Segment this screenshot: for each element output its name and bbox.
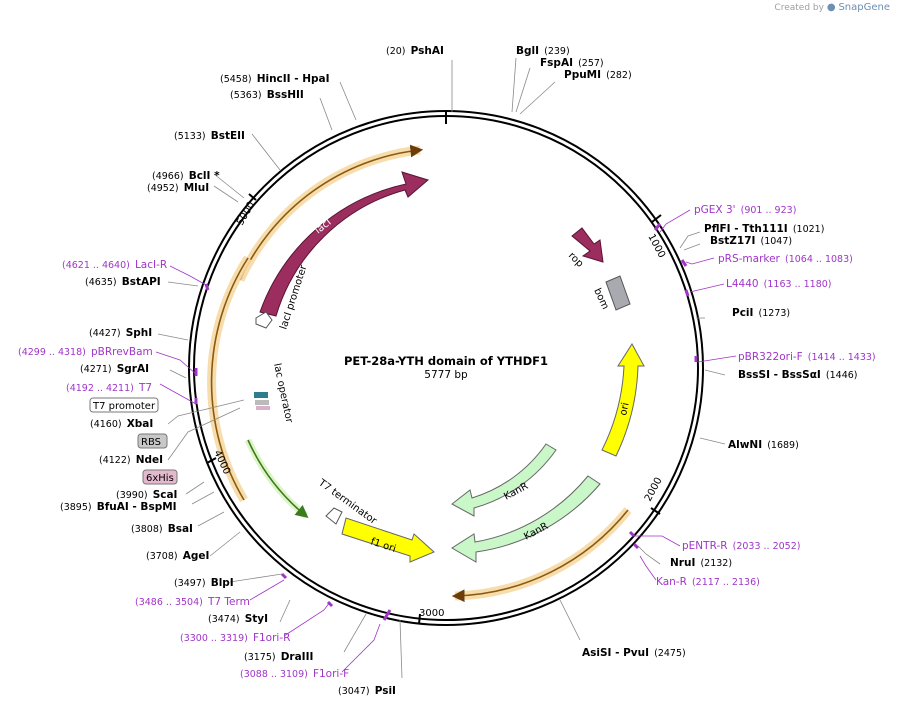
site-asisi: AsiSI - PvuI (2475) — [582, 641, 686, 660]
site-sgrai: (4271) SgrAI — [80, 357, 149, 376]
feature-t7-terminator[interactable] — [325, 507, 343, 525]
primer-t7: (4192 .. 4211) T7 — [66, 376, 152, 395]
primer-pentr-r: pENTR-R (2033 .. 2052) — [682, 534, 800, 553]
primer-prs-marker: pRS-marker (1064 .. 1083) — [718, 247, 853, 266]
snapgene-brand: Created by ● SnapGene — [774, 2, 890, 13]
site-blpi: (3497) BlpI — [174, 571, 234, 590]
leader-lines — [157, 57, 726, 679]
site-ndei: (4122) NdeI — [99, 448, 163, 467]
site-bfuai: (3895) BfuAI - BspMI — [60, 495, 177, 514]
feature-lacI[interactable] — [259, 171, 430, 317]
primer-kan-r: Kan-R (2117 .. 2136) — [656, 570, 760, 589]
feature-lac-operator-label: lac operator — [271, 362, 295, 424]
snapgene-logo-icon: ● — [826, 2, 836, 13]
site-draiii: (3175) DraIII — [244, 645, 313, 664]
his-tag-label: 6xHis — [146, 473, 174, 484]
primer-f1ori-f: (3088 .. 3109) F1ori-F — [240, 662, 349, 681]
feature-rop[interactable] — [571, 227, 604, 263]
primer-laci-r: (4621 .. 4640) LacI-R — [62, 253, 167, 272]
feature-rop-label: rop — [566, 250, 585, 269]
primer-labels: pGEX 3' (901 .. 923) pRS-marker (1064 ..… — [18, 198, 876, 681]
primer-pbrrevbam: (4299 .. 4318) pBRrevBam — [18, 340, 153, 359]
feature-his-tag-box[interactable] — [256, 406, 270, 410]
feature-bom-label: bom — [591, 287, 610, 312]
primer-pbr322ori-f: pBR322ori-F (1414 .. 1433) — [738, 345, 876, 364]
feature-lacI-promoter[interactable] — [255, 311, 273, 329]
site-bcli: (4966) BclI * — [152, 164, 220, 183]
t7-promoter-label: T7 promoter — [92, 401, 156, 412]
primer-marks — [194, 223, 698, 621]
rbs-label: RBS — [141, 437, 161, 448]
backbone-inner-ring — [193, 115, 699, 621]
site-alwni: AlwNI (1689) — [728, 433, 799, 452]
site-labels: (20) PshAI BglI (239) FspAI (257) PpuMI … — [60, 39, 858, 698]
site-bsteii: (5133) BstEII — [174, 124, 245, 143]
feature-kanr-2[interactable] — [451, 475, 601, 563]
site-bstapi: (4635) BstAPI — [85, 270, 161, 289]
feature-kanr-1[interactable] — [451, 443, 557, 517]
site-bsssi: BssSI - BssSαI (1446) — [738, 363, 858, 382]
feature-ori[interactable] — [601, 343, 645, 457]
site-bsai: (3808) BsaI — [131, 517, 193, 536]
tick-5000: 5000 — [235, 200, 257, 228]
site-ppumi: PpuMI (282) — [564, 63, 632, 82]
site-agei: (3708) AgeI — [146, 544, 209, 563]
primer-f1ori-r: (3300 .. 3319) F1ori-R — [180, 626, 290, 645]
site-bsshii: (5363) BssHII — [230, 83, 304, 102]
feature-bom[interactable] — [605, 275, 631, 311]
plasmid-length: 5777 bp — [424, 369, 468, 381]
site-mlui: (4952) MluI — [147, 176, 209, 195]
site-bgli: BglI (239) — [516, 39, 570, 58]
site-sphi: (4427) SphI — [89, 321, 152, 340]
site-nrui: NruI (2132) — [670, 551, 732, 570]
tick-3000: 3000 — [419, 608, 444, 619]
plasmid-name: PET-28a-YTH domain of YTHDF1 — [344, 354, 548, 368]
rbs-box — [137, 433, 168, 449]
t7-promoter-box — [89, 397, 159, 413]
feature-ori-label: ori — [618, 402, 631, 417]
site-pflfi: PflFI - Tth111I (1021) — [704, 217, 824, 236]
site-psii: (3047) PsiI — [338, 679, 396, 698]
primer-t7-term: (3486 .. 3504) T7 Term — [135, 590, 250, 609]
site-scai: (3990) ScaI — [116, 483, 177, 502]
boxed-labels: T7 promoter RBS 6xHis — [89, 397, 178, 485]
site-hincii: (5458) HincII - HpaI — [220, 67, 330, 86]
site-styi: (3474) StyI — [208, 607, 268, 626]
feature-t7-promoter-box[interactable] — [255, 400, 269, 405]
primer-leaders — [155, 209, 737, 673]
site-xbai: (4160) XbaI — [90, 412, 153, 431]
site-fspai: FspAI (257) — [540, 51, 604, 70]
feature-lac-operator-box[interactable] — [254, 392, 268, 398]
site-pcii: PciI (1273) — [732, 301, 790, 320]
primer-pgex3: pGEX 3' (901 .. 923) — [694, 198, 796, 217]
site-bstz17i: BstZ17I (1047) — [710, 229, 792, 248]
feature-f1-ori[interactable] — [341, 517, 435, 563]
primer-l4440: L4440 (1163 .. 1180) — [726, 272, 832, 291]
tick-1000: 1000 — [645, 232, 667, 260]
his-tag-box — [142, 469, 178, 485]
orf-arcs — [207, 144, 632, 603]
site-pshai: (20) PshAI — [386, 39, 444, 58]
ruler-ticks — [206, 111, 662, 625]
